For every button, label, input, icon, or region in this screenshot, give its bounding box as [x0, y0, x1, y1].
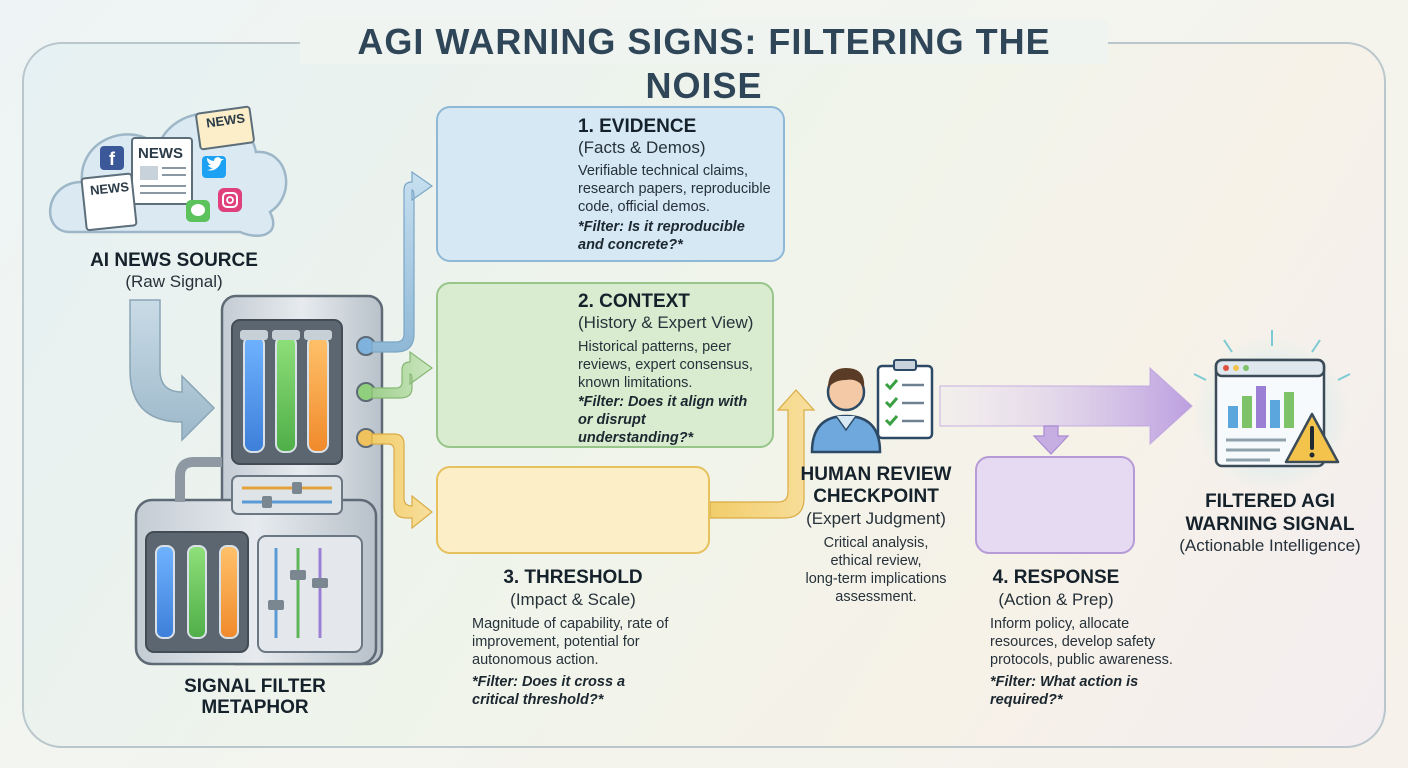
- evidence-box: [436, 106, 785, 262]
- context-arrow-icon: [371, 350, 434, 399]
- output-arrow-icon: [939, 366, 1193, 446]
- evidence-body-line: code, official demos.: [578, 199, 710, 215]
- response-body: Inform policy, allocate resources, devel…: [990, 615, 1173, 669]
- context-filter-line: understanding?*: [578, 430, 694, 446]
- news-badge-main: NEWS: [138, 145, 183, 162]
- threshold-subheading: (Impact & Scale): [510, 590, 636, 609]
- context-filter: *Filter: Does it align with or disrupt u…: [578, 393, 747, 447]
- evidence-body-line: Verifiable technical claims,: [578, 163, 749, 179]
- threshold-filter-line: *Filter: Does it cross a: [472, 674, 626, 690]
- context-box: [436, 282, 774, 448]
- context-body-line: known limitations.: [578, 375, 693, 391]
- threshold-body-line: Magnitude of capability, rate of: [472, 616, 669, 632]
- input-arrow-icon: [129, 299, 216, 442]
- threshold-body-line: improvement, potential for: [472, 634, 640, 650]
- response-filter-line: *Filter: What action is: [990, 674, 1139, 690]
- response-body-line: protocols, public awareness.: [990, 652, 1173, 668]
- evidence-body-line: research papers, reproducible: [578, 181, 771, 197]
- response-filter: *Filter: What action is required?*: [990, 673, 1138, 709]
- context-filter-line: or disrupt: [578, 412, 646, 428]
- reviewer-person-icon: [810, 368, 882, 454]
- output-heading-line1: FILTERED AGI: [1205, 491, 1335, 512]
- source-heading: AI NEWS SOURCE: [90, 250, 258, 271]
- response-body-line: Inform policy, allocate: [990, 616, 1130, 632]
- threshold-box: [436, 466, 710, 554]
- context-filter-line: *Filter: Does it align with: [578, 394, 748, 410]
- response-arrow-icon: [1032, 425, 1070, 455]
- review-heading-line1: HUMAN REVIEW: [800, 464, 952, 485]
- filter-machine-heading-line1: SIGNAL FILTER: [184, 676, 326, 697]
- response-box: [975, 456, 1135, 554]
- review-subheading: (Expert Judgment): [806, 509, 946, 528]
- review-body-line: assessment.: [835, 589, 917, 605]
- page-title: AGI WARNING SIGNS: FILTERING THE NOISE: [300, 20, 1108, 106]
- checklist-icon: [876, 359, 934, 440]
- filter-machine-heading-line2: METAPHOR: [201, 697, 309, 718]
- response-filter-line: required?*: [990, 692, 1063, 708]
- output-subheading: (Actionable Intelligence): [1179, 536, 1361, 555]
- evidence-filter: *Filter: Is it reproducible and concrete…: [578, 218, 745, 254]
- filter-machine-icon: [134, 294, 384, 666]
- threshold-body: Magnitude of capability, rate of improve…: [472, 615, 668, 669]
- review-arrow-icon: [709, 389, 816, 519]
- threshold-arrow-icon: [371, 433, 433, 530]
- threshold-filter-line: critical threshold?*: [472, 692, 604, 708]
- evidence-arrow-icon: [371, 170, 434, 353]
- news-cloud-icon: f: [48, 105, 288, 237]
- evidence-heading: 1. EVIDENCE: [578, 116, 697, 137]
- context-heading: 2. CONTEXT: [578, 291, 690, 312]
- review-body-line: Critical analysis,: [823, 535, 929, 551]
- threshold-heading: 3. THRESHOLD: [503, 567, 643, 588]
- review-heading-line2: CHECKPOINT: [813, 486, 939, 507]
- evidence-filter-line: *Filter: Is it reproducible: [578, 219, 745, 235]
- threshold-body-line: autonomous action.: [472, 652, 599, 668]
- review-heading: HUMAN REVIEW CHECKPOINT: [776, 464, 976, 508]
- context-body-line: reviews, expert consensus,: [578, 357, 753, 373]
- dashboard-warning-icon: [1193, 330, 1351, 468]
- evidence-body: Verifiable technical claims, research pa…: [578, 162, 771, 216]
- response-body-line: resources, develop safety: [990, 634, 1156, 650]
- evidence-filter-line: and concrete?*: [578, 237, 683, 253]
- threshold-filter: *Filter: Does it cross a critical thresh…: [472, 673, 625, 709]
- response-heading: 4. RESPONSE: [992, 567, 1120, 588]
- response-subheading: (Action & Prep): [998, 590, 1114, 609]
- output-heading-line2: WARNING SIGNAL: [1185, 514, 1355, 535]
- review-body: Critical analysis, ethical review, long-…: [776, 534, 976, 606]
- evidence-subheading: (Facts & Demos): [578, 138, 706, 157]
- context-subheading: (History & Expert View): [578, 313, 754, 332]
- context-body: Historical patterns, peer reviews, exper…: [578, 338, 753, 392]
- review-body-line: long-term implications: [805, 571, 947, 587]
- output-heading: FILTERED AGI WARNING SIGNAL: [1168, 490, 1372, 536]
- review-body-line: ethical review,: [830, 553, 922, 569]
- source-subheading: (Raw Signal): [125, 272, 223, 291]
- context-body-line: Historical patterns, peer: [578, 339, 732, 355]
- svg-text:f: f: [109, 149, 116, 169]
